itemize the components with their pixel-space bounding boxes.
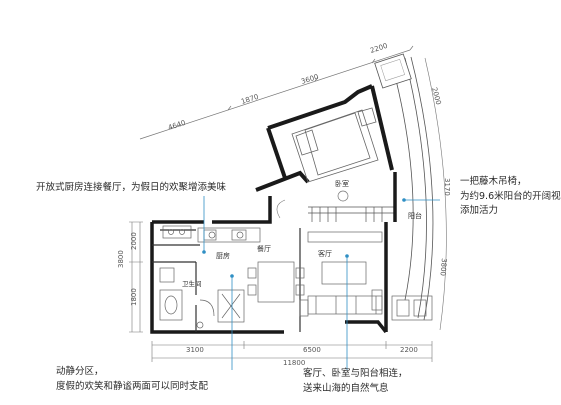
kitchen-counter <box>162 225 261 243</box>
dim-3100: 3100 <box>186 346 204 354</box>
living-annotation: 客厅、卧室与阳台相连， 送来山海的自然气息 <box>303 367 408 396</box>
chair-note-line2: 为约9.6米阳台的开阔视 <box>460 190 561 202</box>
dim-3600: 3600 <box>300 73 319 86</box>
dim-4640: 4640 <box>167 119 186 132</box>
left-dimension-line <box>129 221 143 333</box>
leader-dots <box>202 198 406 278</box>
dim-6500: 6500 <box>303 346 321 354</box>
room-bathroom: 卫生间 <box>182 279 202 288</box>
leader-lines <box>203 196 440 370</box>
zone-note-line1: 动静分区， <box>56 366 104 377</box>
planter-box <box>374 53 412 89</box>
zone-annotation: 动静分区， 度假的欢笑和静谧两面可以同时支配 <box>56 365 208 394</box>
dim-3170: 3170 <box>443 178 451 196</box>
dim-1870: 1870 <box>240 93 259 106</box>
kitchen-annotation: 开放式厨房连接餐厅，为假日的欢聚增添美味 <box>36 181 226 196</box>
room-living: 客厅 <box>318 249 332 258</box>
chair-note-line1: 一把藤木吊椅， <box>460 176 527 187</box>
chair-annotation: 一把藤木吊椅， 为约9.6米阳台的开阔视 添加活力 <box>460 175 561 219</box>
hanging-chair <box>391 295 433 321</box>
dim-2200-bottom: 2200 <box>400 346 418 354</box>
living-note-line1: 客厅、卧室与阳台相连， <box>303 368 408 379</box>
dim-2200-top: 2200 <box>369 42 388 55</box>
dim-3800-right: 3800 <box>438 258 448 276</box>
room-balcony: 阳台 <box>408 211 422 220</box>
bottom-dimension-line <box>151 341 433 362</box>
dim-3800-left: 3800 <box>117 250 125 268</box>
top-dimension-line <box>139 45 414 140</box>
outer-walls <box>150 172 397 334</box>
living-furniture <box>299 231 383 317</box>
kitchen-note-text: 开放式厨房连接餐厅，为假日的欢聚增添美味 <box>36 182 227 193</box>
bedroom-walls <box>255 84 394 192</box>
zone-note-line2: 度假的欢笑和静谧两面可以同时支配 <box>56 380 209 392</box>
living-note-line2: 送来山海的自然气息 <box>303 382 389 394</box>
room-bedroom: 卧室 <box>335 179 349 188</box>
room-dining: 餐厅 <box>257 244 271 253</box>
bed <box>291 107 379 183</box>
balcony-outline <box>395 56 434 321</box>
chair-note-line3: 添加活力 <box>460 205 499 217</box>
room-kitchen: 厨房 <box>216 251 230 260</box>
dining-table <box>217 261 305 323</box>
dim-2000-left: 2000 <box>130 232 138 250</box>
dim-11800: 11800 <box>283 359 305 367</box>
bathroom-fixtures <box>159 267 215 329</box>
dim-1800-left: 1800 <box>130 288 138 306</box>
dim-2000-right: 2000 <box>430 86 442 105</box>
